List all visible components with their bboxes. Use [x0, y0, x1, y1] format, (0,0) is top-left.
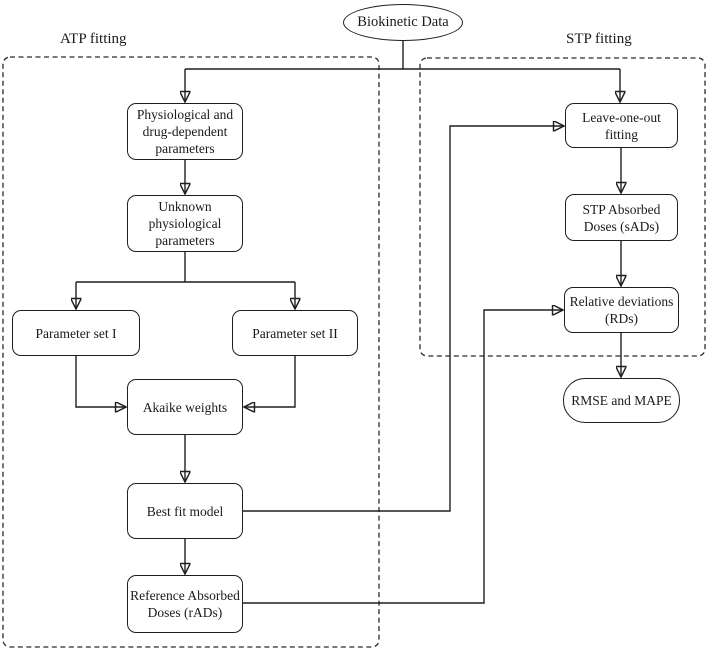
node-parameter-set-2: Parameter set II [232, 310, 358, 356]
node-best-fit-model: Best fit model [127, 483, 243, 539]
node-relative-deviations: Relative deviations (RDs) [564, 287, 679, 333]
edge-set2-to-akaike [245, 356, 296, 407]
node-akaike-weights: Akaike weights [127, 379, 243, 435]
node-rmse-mape: RMSE and MAPE [563, 378, 680, 423]
zone-stp-label: STP fitting [566, 31, 632, 47]
node-parameter-set-1: Parameter set I [12, 310, 140, 356]
node-stp-absorbed-doses: STP Absorbed Doses (sADs) [565, 194, 678, 241]
node-leave-one-out-fitting: Leave-one-out fitting [565, 103, 678, 148]
edge-set1-to-akaike [75, 356, 126, 407]
node-biokinetic-data: Biokinetic Data [343, 4, 463, 41]
zone-atp-label: ATP fitting [60, 31, 127, 47]
node-reference-absorbed-doses: Reference Absorbed Doses (rADs) [127, 575, 243, 633]
node-unknown-physiological-parameters: Unknown physiological parameters [127, 195, 243, 252]
node-physiological-drug-parameters: Physiological and drug-dependent paramet… [127, 103, 243, 160]
